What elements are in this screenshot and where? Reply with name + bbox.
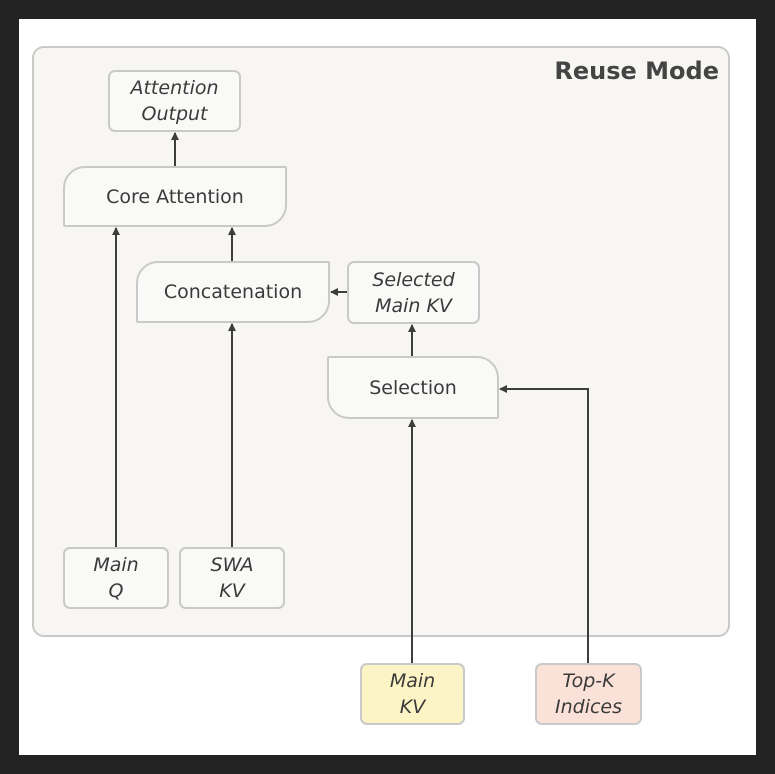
swa-kv-line2: KV bbox=[219, 580, 245, 602]
top-k-indices-line2: Indices bbox=[554, 696, 623, 718]
core-attention-box: Core Attention bbox=[63, 166, 287, 227]
main-q-line1: Main bbox=[93, 554, 139, 576]
main-q-box: Main Q bbox=[63, 547, 169, 609]
selection-label: Selection bbox=[369, 376, 457, 399]
attention-output-box: Attention Output bbox=[108, 70, 241, 132]
selected-main-kv-box: Selected Main KV bbox=[347, 261, 480, 324]
top-k-indices-box: Top-K Indices bbox=[535, 663, 642, 725]
reuse-mode-frame bbox=[32, 46, 730, 637]
diagram-canvas: Reuse Mode Attention Output Core Attenti… bbox=[19, 19, 756, 755]
main-q-line2: Q bbox=[108, 580, 124, 602]
concatenation-label: Concatenation bbox=[163, 281, 303, 303]
swa-kv-line1: SWA bbox=[210, 554, 254, 576]
mode-title: Reuse Mode bbox=[554, 57, 719, 85]
arrow-layer bbox=[112, 132, 589, 664]
selection-box: Selection bbox=[327, 356, 499, 419]
concatenation-box: Concatenation bbox=[136, 261, 330, 323]
swa-kv-box: SWA KV bbox=[179, 547, 285, 609]
selected-main-kv-line2: Main KV bbox=[375, 294, 452, 317]
selected-main-kv-line1: Selected bbox=[372, 268, 455, 291]
main-kv-line2: KV bbox=[399, 696, 426, 718]
top-k-indices-line1: Top-K bbox=[562, 670, 615, 692]
attention-output-line2: Output bbox=[141, 103, 208, 125]
arrow-top-k-to-selection bbox=[499, 385, 589, 664]
attention-output-line1: Attention bbox=[130, 77, 219, 99]
core-attention-label: Core Attention bbox=[106, 185, 244, 208]
main-kv-line1: Main bbox=[389, 670, 436, 692]
main-kv-box: Main KV bbox=[360, 663, 465, 725]
